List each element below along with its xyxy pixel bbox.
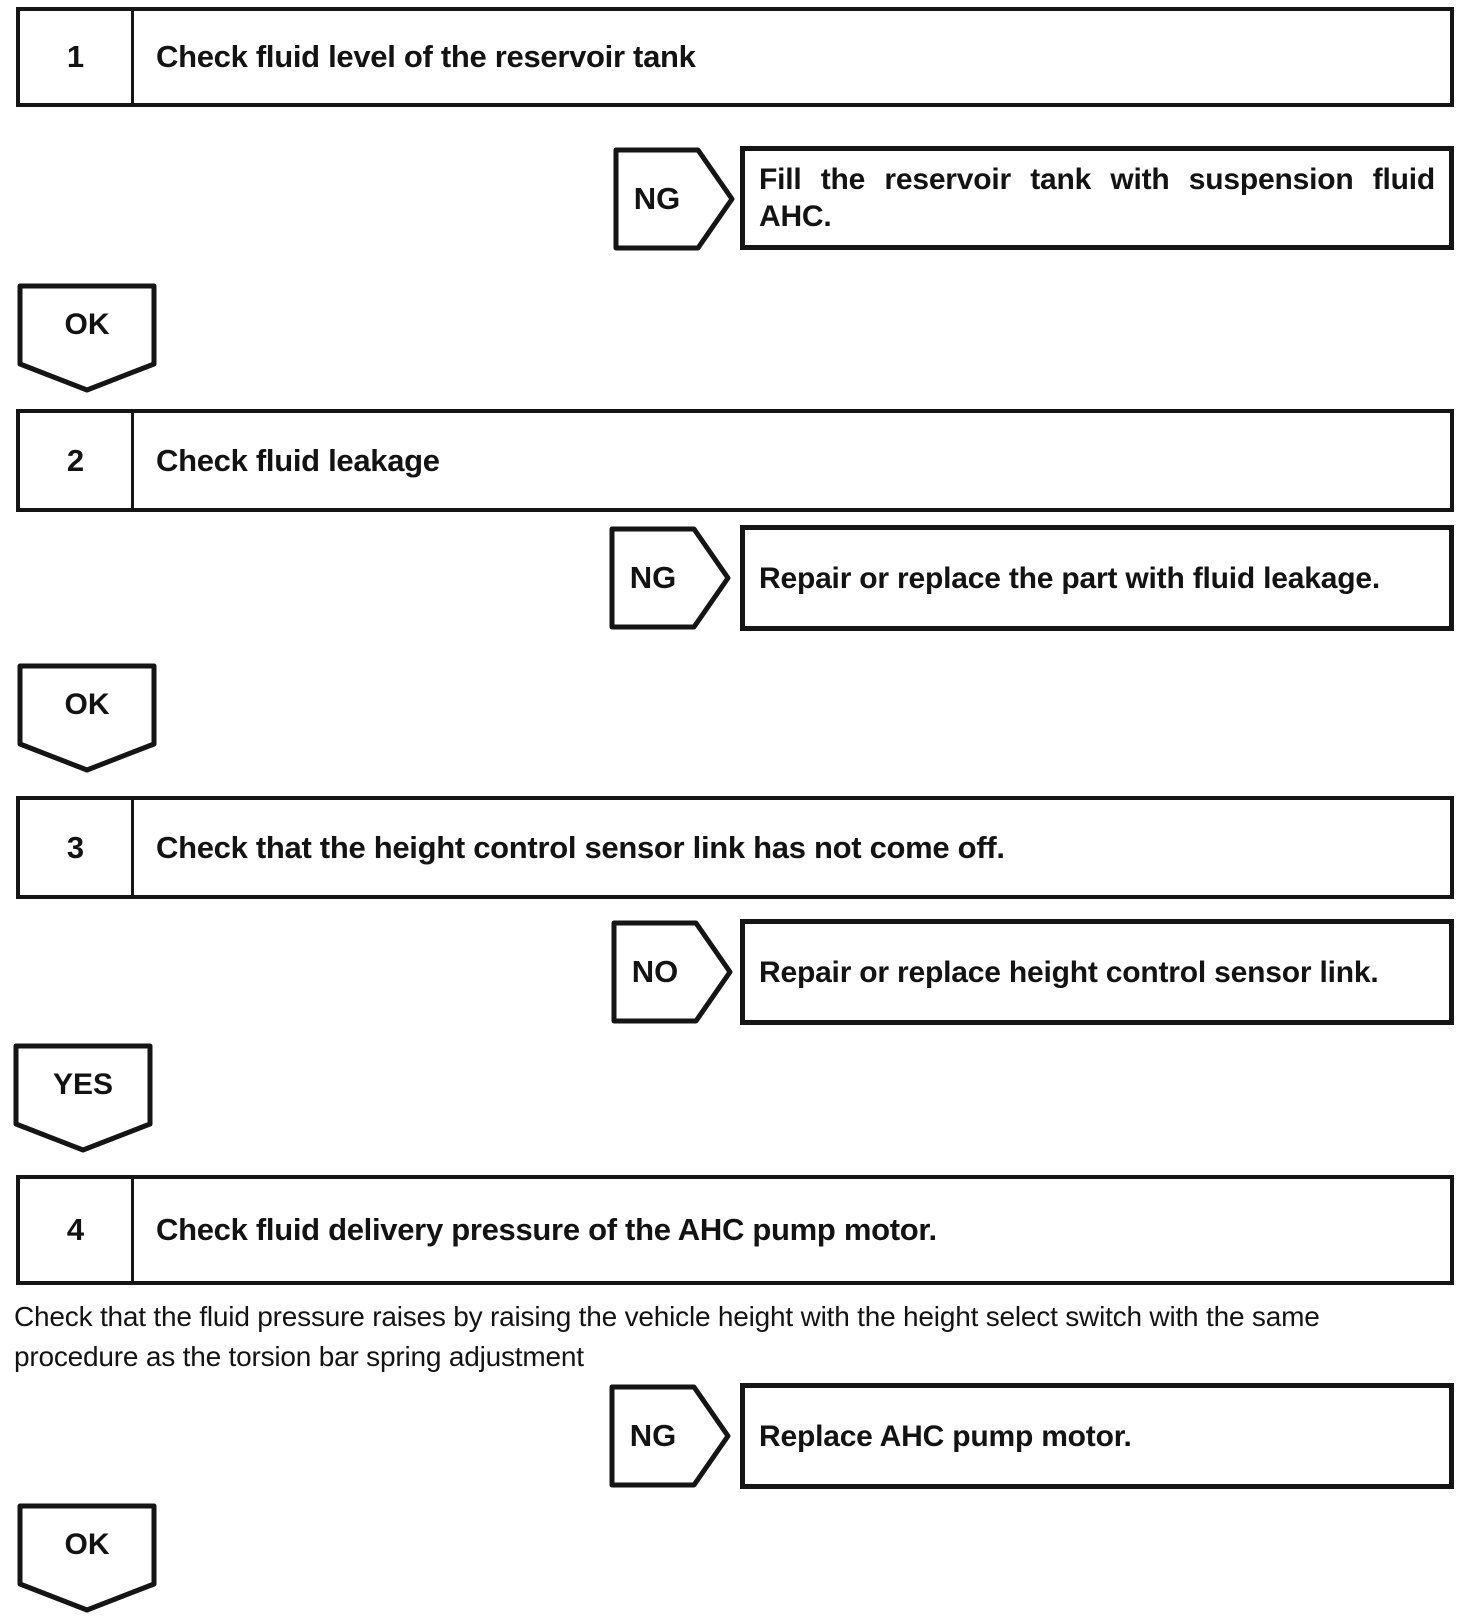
branch-pentagon-ng-2: NG — [608, 525, 732, 631]
branch-action-text: Repair or replace the part with fluid le… — [759, 561, 1380, 595]
down-arrow-pentagon-icon — [17, 663, 157, 773]
connector-label: OK — [64, 688, 110, 721]
step-box-1: 1 Check fluid level of the reservoir tan… — [16, 7, 1454, 107]
step-box-4: 4 Check fluid delivery pressure of the A… — [16, 1175, 1454, 1285]
yes-connector: YES — [12, 1042, 154, 1154]
ok-connector-2: OK — [16, 662, 158, 774]
down-arrow-pentagon-icon — [17, 283, 157, 393]
branch-label: NO — [631, 954, 679, 989]
right-arrow-pentagon-icon — [613, 147, 735, 251]
step-title: Check that the height control sensor lin… — [156, 829, 1005, 865]
step-box-2: 2 Check fluid leakage — [16, 409, 1454, 512]
right-arrow-pentagon-icon — [609, 526, 731, 630]
right-arrow-pentagon-icon — [609, 1384, 731, 1488]
connector-label: YES — [52, 1068, 114, 1101]
branch-action-box-2: Repair or replace the part with fluid le… — [740, 525, 1454, 631]
branch-label: NG — [633, 181, 681, 216]
step-title: Check fluid level of the reservoir tank — [156, 39, 696, 74]
branch-action-box-1: Fill the reservoir tank with suspension … — [740, 146, 1454, 250]
ok-connector-3: OK — [16, 1502, 158, 1614]
ok-connector-1: OK — [16, 282, 158, 394]
down-arrow-pentagon-icon — [13, 1043, 153, 1153]
branch-label: NG — [629, 560, 677, 595]
connector-label: OK — [64, 1528, 110, 1561]
step-description-line: Check that the fluid pressure raises by … — [14, 1301, 1320, 1332]
step-title: Check fluid leakage — [156, 442, 440, 478]
branch-pentagon-ng-4: NG — [608, 1383, 732, 1489]
step-box-3: 3 Check that the height control sensor l… — [16, 796, 1454, 899]
branch-action-text: Replace AHC pump motor. — [759, 1419, 1132, 1453]
branch-action-box-4: Replace AHC pump motor. — [740, 1383, 1454, 1489]
step-number: 2 — [20, 413, 134, 508]
right-arrow-pentagon-icon — [611, 920, 733, 1024]
step-description-line: procedure as the torsion bar spring adju… — [14, 1341, 584, 1372]
down-arrow-pentagon-icon — [17, 1503, 157, 1613]
connector-label: OK — [64, 308, 110, 341]
step-number: 4 — [20, 1179, 134, 1281]
step-number: 3 — [20, 800, 134, 895]
step-number: 1 — [20, 11, 134, 103]
step-description: Check that the fluid pressure raises by … — [14, 1297, 1466, 1377]
step-title: Check fluid delivery pressure of the AHC… — [156, 1212, 937, 1247]
branch-pentagon-ng-1: NG — [612, 146, 736, 252]
branch-action-box-3: Repair or replace height control sensor … — [740, 919, 1454, 1025]
branch-action-text: Repair or replace height control sensor … — [759, 955, 1379, 989]
branch-action-text: Fill the reservoir tank with suspension … — [759, 163, 1435, 233]
branch-label: NG — [629, 1418, 677, 1453]
branch-pentagon-no-3: NO — [610, 919, 734, 1025]
